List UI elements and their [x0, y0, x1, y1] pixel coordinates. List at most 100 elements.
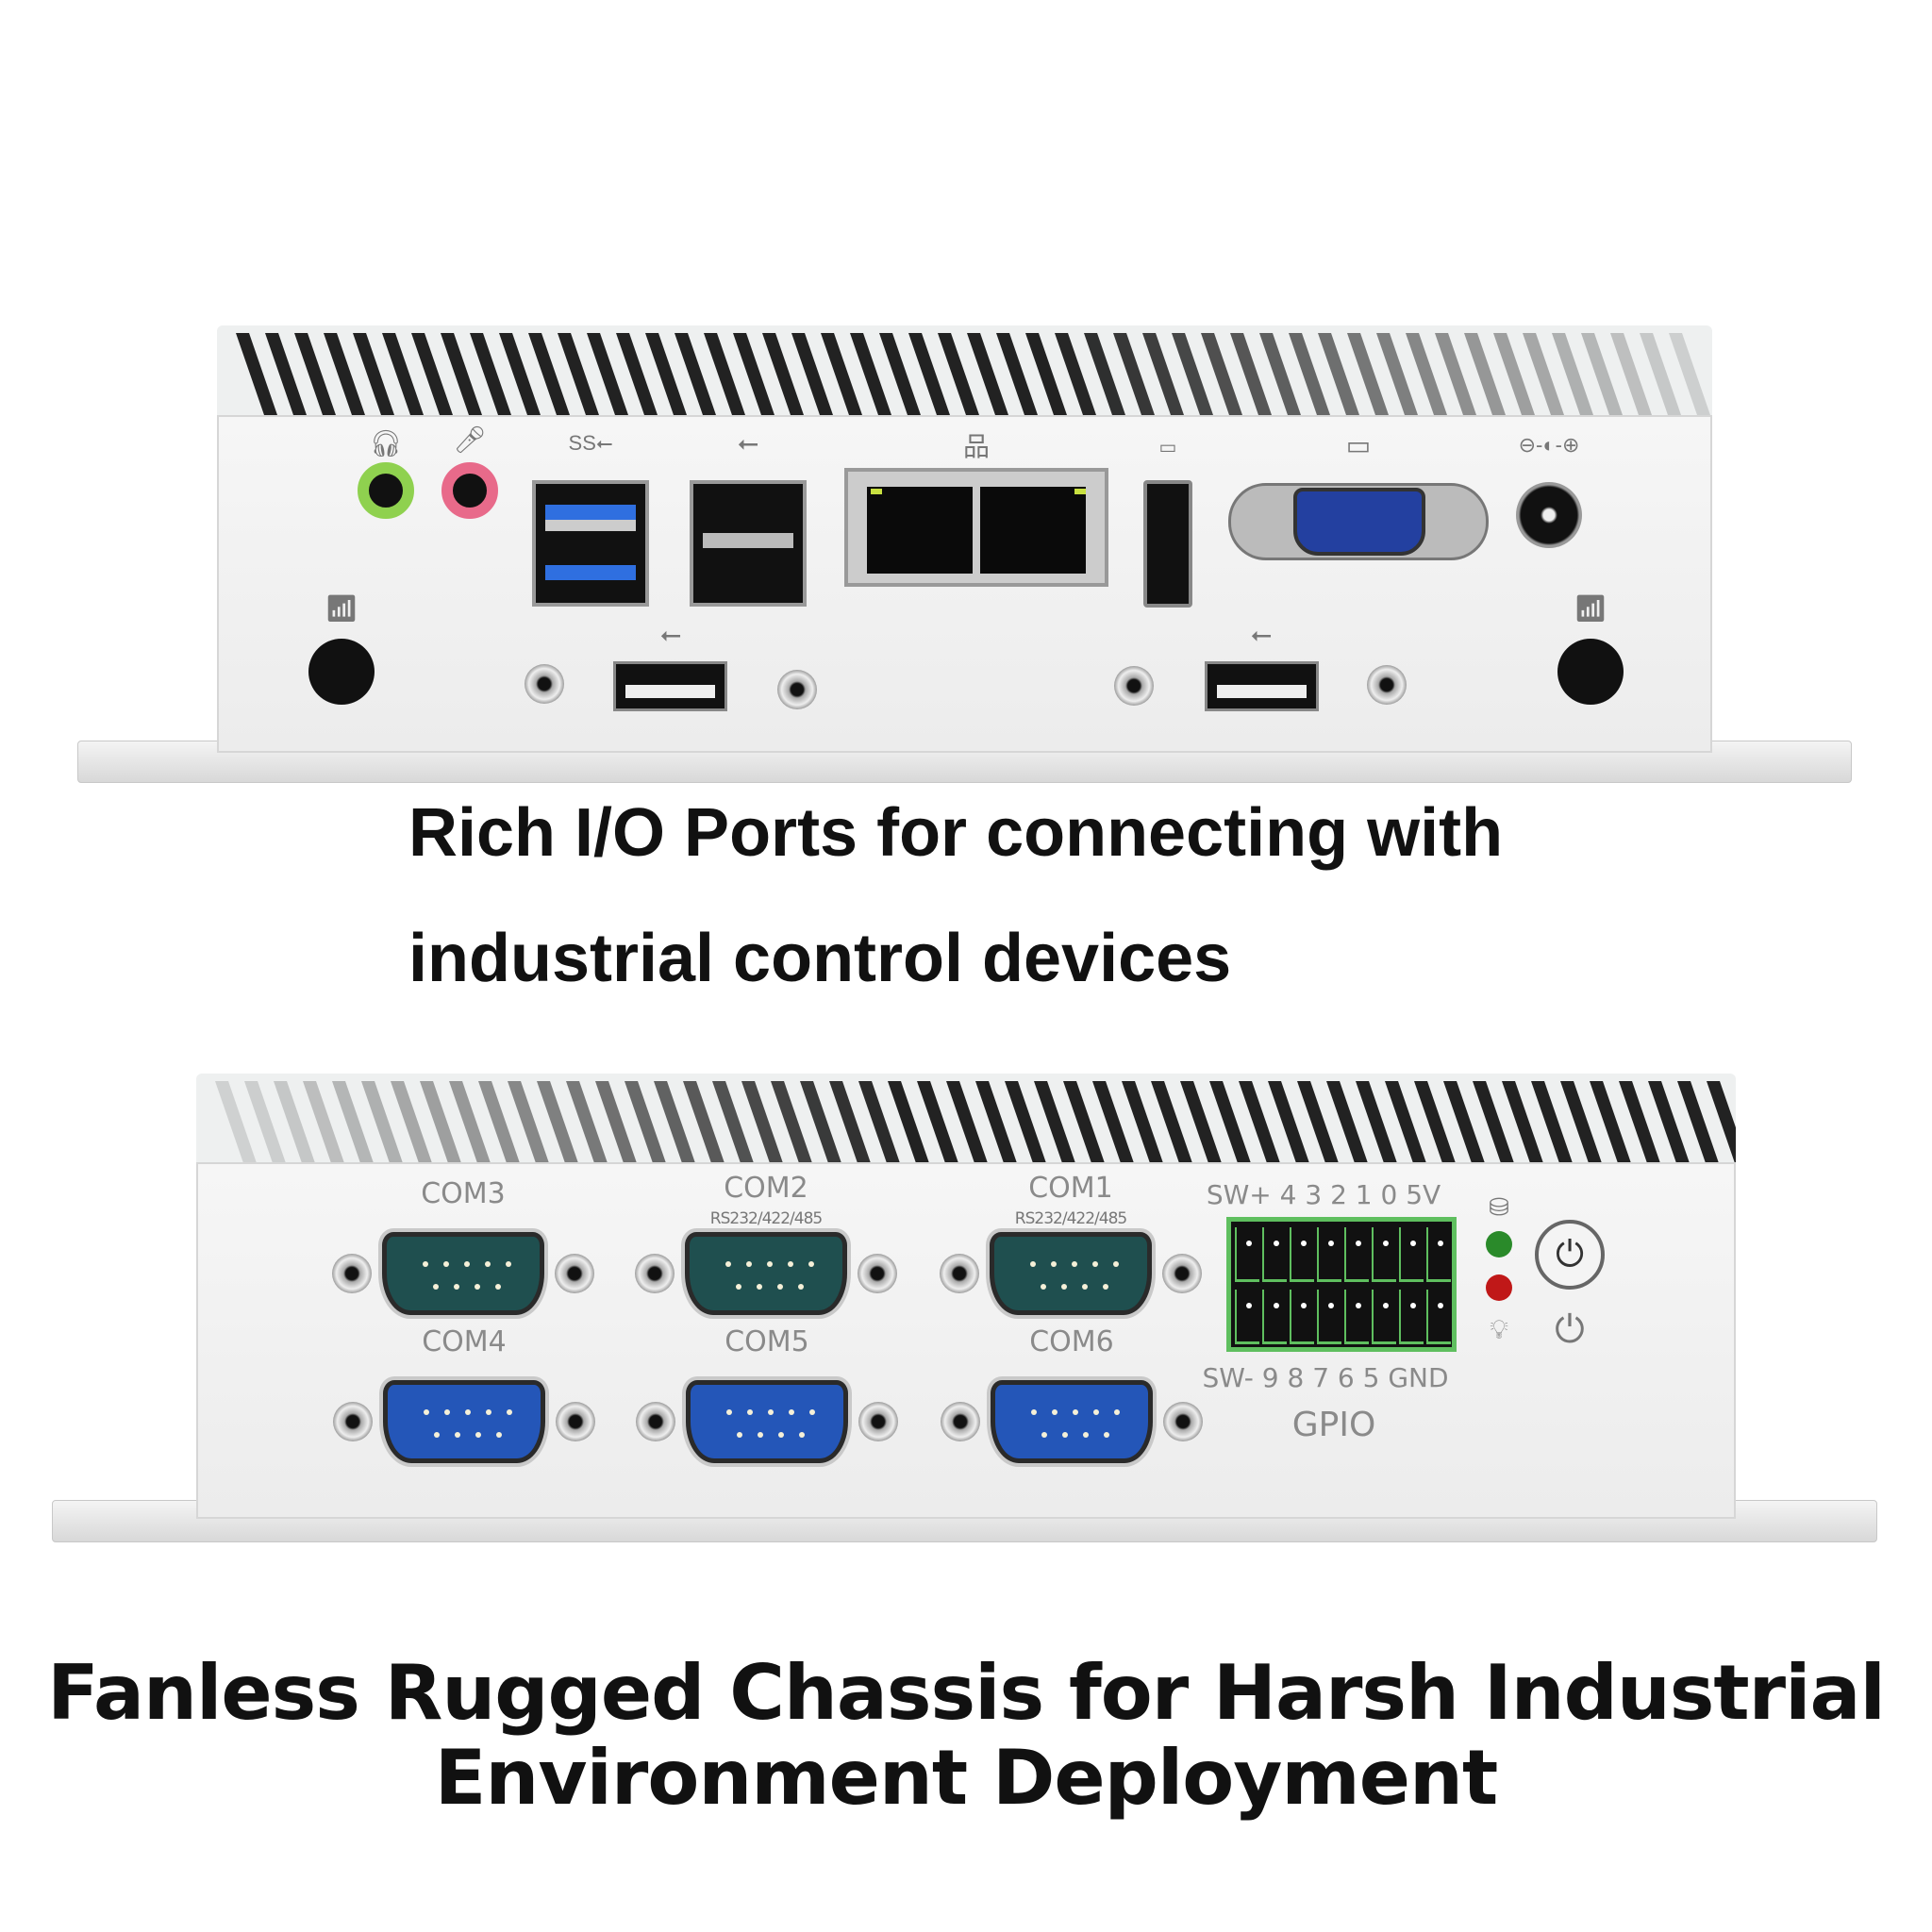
gpio-terminal: [1262, 1290, 1287, 1344]
fin: [236, 333, 277, 415]
fin: [499, 333, 541, 415]
gpio-terminal: [1290, 1227, 1314, 1282]
fin: [274, 1081, 315, 1163]
fin: [303, 1081, 344, 1163]
fin: [1230, 333, 1272, 415]
usb2-port-stack[interactable]: [690, 480, 807, 607]
status-led: [1486, 1274, 1512, 1301]
gpio-terminal: [1317, 1290, 1341, 1344]
gpio-terminal: [1372, 1227, 1396, 1282]
usb-port[interactable]: [1205, 661, 1319, 711]
fin: [1406, 333, 1447, 415]
db9-serial-port[interactable]: [990, 1232, 1152, 1315]
usb3-label: SS: [568, 431, 596, 455]
usb-port[interactable]: [613, 661, 727, 711]
fin: [1055, 333, 1096, 415]
fin: [1113, 333, 1155, 415]
gpio-terminal: [1399, 1227, 1424, 1282]
fin: [1122, 1081, 1163, 1163]
gpio-terminal: [1262, 1227, 1287, 1282]
fin: [1005, 1081, 1046, 1163]
fin: [1201, 333, 1242, 415]
hdmi-port[interactable]: [1143, 480, 1192, 608]
fin: [1084, 333, 1125, 415]
fin: [821, 333, 862, 415]
gpio-terminal: [1344, 1290, 1369, 1344]
db9-serial-port[interactable]: [382, 1232, 544, 1315]
gpio-terminal: [1290, 1290, 1314, 1344]
fin: [1142, 333, 1184, 415]
fin: [967, 333, 1008, 415]
screw: [777, 670, 817, 709]
fin: [382, 333, 424, 415]
microphone-icon: 🎤︎: [453, 425, 487, 455]
fin: [1326, 1081, 1368, 1163]
fin: [1347, 333, 1389, 415]
dual-rj45-ports[interactable]: [844, 468, 1108, 587]
fin: [654, 1081, 695, 1163]
fin: [265, 333, 307, 415]
fin: [800, 1081, 841, 1163]
fin: [733, 333, 774, 415]
heatsink-fins: [217, 325, 1712, 420]
screw: [941, 1402, 980, 1441]
fin: [1025, 333, 1067, 415]
fin: [1356, 1081, 1397, 1163]
fin: [420, 1081, 461, 1163]
fin: [1034, 1081, 1075, 1163]
fin: [946, 1081, 988, 1163]
fin: [741, 1081, 783, 1163]
db9-serial-port[interactable]: [383, 1380, 545, 1463]
power-button[interactable]: ⏻: [1535, 1220, 1605, 1290]
fin: [537, 1081, 578, 1163]
bottom-caption-line-1: Fanless Rugged Chassis for Harsh Industr…: [47, 1649, 1886, 1737]
screw: [636, 1402, 675, 1441]
light-bulb-icon: 💡︎: [1490, 1314, 1508, 1344]
usb-icon: ⭠: [737, 427, 759, 458]
fin: [244, 1081, 286, 1163]
mic-in-jack[interactable]: [441, 462, 498, 519]
fin: [441, 333, 482, 415]
caption-line-1: Rich I/O Ports for connecting with: [408, 795, 1504, 871]
fin: [470, 333, 511, 415]
db9-serial-port[interactable]: [685, 1232, 847, 1315]
com-port-sublabel: RS232/422/485: [709, 1209, 823, 1228]
db9-serial-port[interactable]: [686, 1380, 848, 1463]
screw: [1163, 1402, 1203, 1441]
fin: [587, 333, 628, 415]
audio-out-jack[interactable]: [358, 462, 414, 519]
usb3-port-stack[interactable]: [532, 480, 649, 607]
antenna-port-left: [308, 639, 375, 705]
fin: [1092, 1081, 1134, 1163]
fin: [1435, 333, 1476, 415]
fin: [1669, 333, 1710, 415]
hdd-icon: ⛁: [1489, 1192, 1509, 1222]
fin: [478, 1081, 520, 1163]
fin: [1180, 1081, 1222, 1163]
antenna-port-right: [1557, 639, 1624, 705]
vga-port[interactable]: [1228, 483, 1489, 560]
fin: [1259, 333, 1301, 415]
fin: [1385, 1081, 1426, 1163]
fin: [324, 333, 365, 415]
caption-line-2: industrial control devices: [408, 921, 1232, 996]
dc-power-jack[interactable]: [1516, 482, 1582, 548]
fin: [528, 333, 570, 415]
fin: [791, 333, 833, 415]
fin: [888, 1081, 929, 1163]
fin: [858, 1081, 900, 1163]
screw: [858, 1402, 898, 1441]
usb-icon: ⭠: [659, 619, 682, 649]
fin: [1376, 333, 1418, 415]
power-led: [1486, 1231, 1512, 1257]
gpio-terminal: [1344, 1227, 1369, 1282]
headphone-icon: 🎧︎: [369, 428, 403, 458]
gpio-terminal-block[interactable]: [1226, 1217, 1457, 1352]
db9-serial-port[interactable]: [991, 1380, 1153, 1463]
fin: [1502, 1081, 1543, 1163]
gpio-bottom-pin-labels: SW- 9 8 7 6 5 GND: [1202, 1362, 1449, 1393]
fin: [1289, 333, 1330, 415]
fin: [595, 1081, 637, 1163]
wifi-icon: 📶︎: [325, 593, 358, 624]
screw: [332, 1254, 372, 1293]
